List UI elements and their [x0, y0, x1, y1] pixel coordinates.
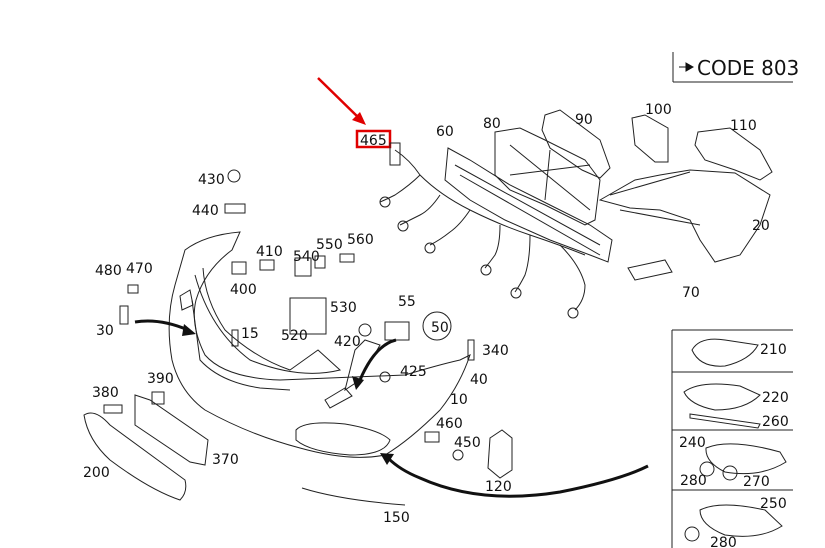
label-270: 270 [743, 474, 770, 490]
label-560: 560 [347, 232, 374, 248]
label-390: 390 [147, 371, 174, 387]
label-20: 20 [752, 218, 770, 234]
label-440: 440 [192, 203, 219, 219]
label-400: 400 [230, 282, 257, 298]
label-280b: 280 [710, 535, 737, 548]
label-90: 90 [575, 112, 593, 128]
label-280a: 280 [680, 473, 707, 489]
label-120: 120 [485, 479, 512, 495]
label-470: 470 [126, 261, 153, 277]
bracket-90 [541, 109, 611, 179]
label-30: 30 [96, 323, 114, 339]
label-530: 530 [330, 300, 357, 316]
lower-grille [83, 412, 187, 501]
grille-inset [671, 329, 793, 548]
part-110 [694, 127, 773, 181]
label-425: 425 [400, 364, 427, 380]
callout-arrows [134, 319, 649, 498]
label-550: 550 [316, 237, 343, 253]
highlight-box [355, 129, 392, 149]
label-460: 460 [436, 416, 463, 432]
label-100: 100 [645, 102, 672, 118]
label-250: 250 [760, 496, 787, 512]
label-200: 200 [83, 465, 110, 481]
label-110: 110 [730, 118, 757, 134]
label-70: 70 [682, 285, 700, 301]
label-430: 430 [198, 172, 225, 188]
bumper-cover [168, 231, 471, 458]
parking-sensor-harness [379, 142, 586, 319]
label-220: 220 [762, 390, 789, 406]
callout-arrowhead-icon [182, 324, 196, 336]
energy-absorber [444, 147, 613, 263]
side-bracket-20 [598, 169, 771, 263]
label-10: 10 [450, 392, 468, 408]
bracket-100 [631, 114, 669, 163]
label-520: 520 [281, 328, 308, 344]
arrow-right-icon [679, 62, 695, 72]
label-410: 410 [256, 244, 283, 260]
part-labels: 465 60 80 90 100 110 20 70 430 440 410 5… [83, 102, 789, 548]
label-80: 80 [483, 116, 501, 132]
label-380: 380 [92, 385, 119, 401]
callout-arrowhead-icon [352, 376, 364, 390]
label-260: 260 [762, 414, 789, 430]
label-40: 40 [470, 372, 488, 388]
label-15: 15 [241, 326, 259, 342]
part-70 [627, 259, 673, 281]
trim-strip [301, 487, 406, 506]
label-420: 420 [334, 334, 361, 350]
label-210: 210 [760, 342, 787, 358]
label-55: 55 [398, 294, 416, 310]
license-plate-bracket [134, 394, 209, 466]
code-label: CODE 803 [697, 56, 799, 80]
label-540: 540 [293, 249, 320, 265]
red-arrow-icon [352, 112, 366, 125]
code-header: CODE 803 [672, 52, 799, 83]
label-240: 240 [679, 435, 706, 451]
label-480: 480 [95, 263, 122, 279]
bracket-120 [487, 429, 513, 479]
label-450: 450 [454, 435, 481, 451]
small-components [103, 169, 475, 461]
highlight-marker [317, 77, 392, 149]
label-60: 60 [436, 124, 454, 140]
part-50-ring-icon [422, 311, 452, 341]
label-150: 150 [383, 510, 410, 526]
label-465: 465 [360, 133, 387, 149]
label-50: 50 [431, 320, 449, 336]
callout-arrowhead-icon [380, 453, 394, 465]
label-370: 370 [212, 452, 239, 468]
label-340: 340 [482, 343, 509, 359]
